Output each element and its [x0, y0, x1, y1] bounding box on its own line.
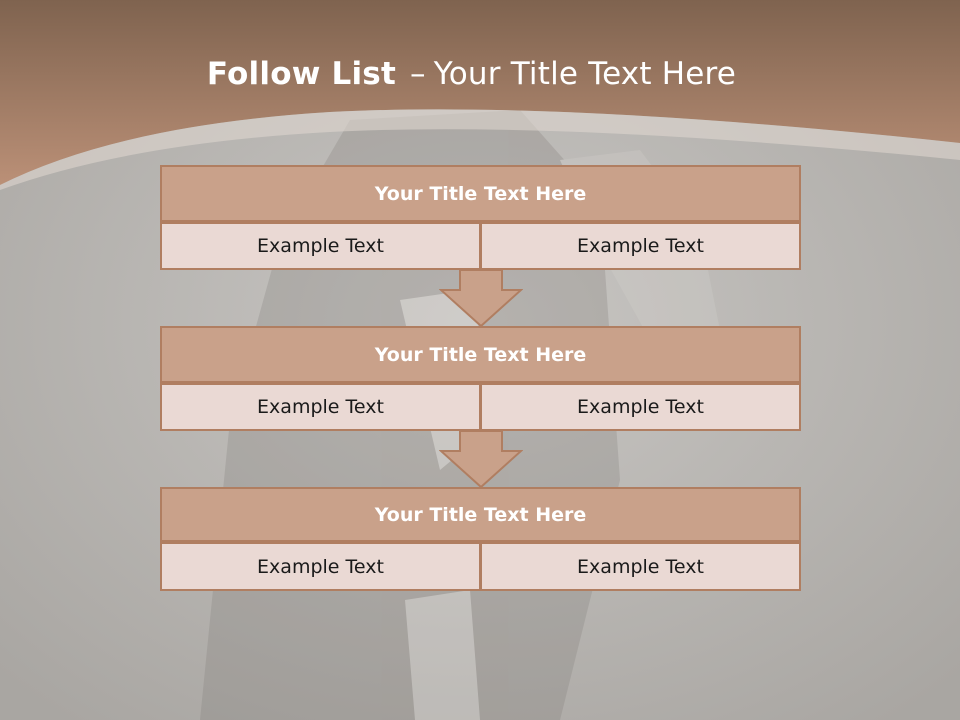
- step-1-left-cell: Example Text: [160, 222, 481, 270]
- step-3-right-cell: Example Text: [480, 542, 801, 591]
- step-2-right-cell: Example Text: [480, 383, 801, 431]
- step-2-block: Your Title Text Here Example Text Exampl…: [160, 326, 801, 431]
- step-2-title: Your Title Text Here: [160, 326, 801, 383]
- step-3-block: Your Title Text Here Example Text Exampl…: [160, 487, 801, 591]
- step-1-title: Your Title Text Here: [160, 165, 801, 222]
- step-3-left-cell: Example Text: [160, 542, 481, 591]
- slide-title-bold: Follow List: [206, 56, 396, 92]
- step-1-block: Your Title Text Here Example Text Exampl…: [160, 165, 801, 270]
- down-arrow-1: [439, 270, 523, 328]
- slide-title-rest: Your Title Text Here: [433, 56, 737, 92]
- header-curve-highlight: [0, 109, 960, 190]
- step-1-right-cell: Example Text: [480, 222, 801, 270]
- header-band: [0, 0, 960, 185]
- step-2-left-cell: Example Text: [160, 383, 481, 431]
- slide-title-dash: –: [409, 56, 426, 92]
- down-arrow-2: [439, 431, 523, 489]
- slide-title: Follow List–Your Title Text Here: [0, 56, 943, 92]
- step-3-title: Your Title Text Here: [160, 487, 801, 542]
